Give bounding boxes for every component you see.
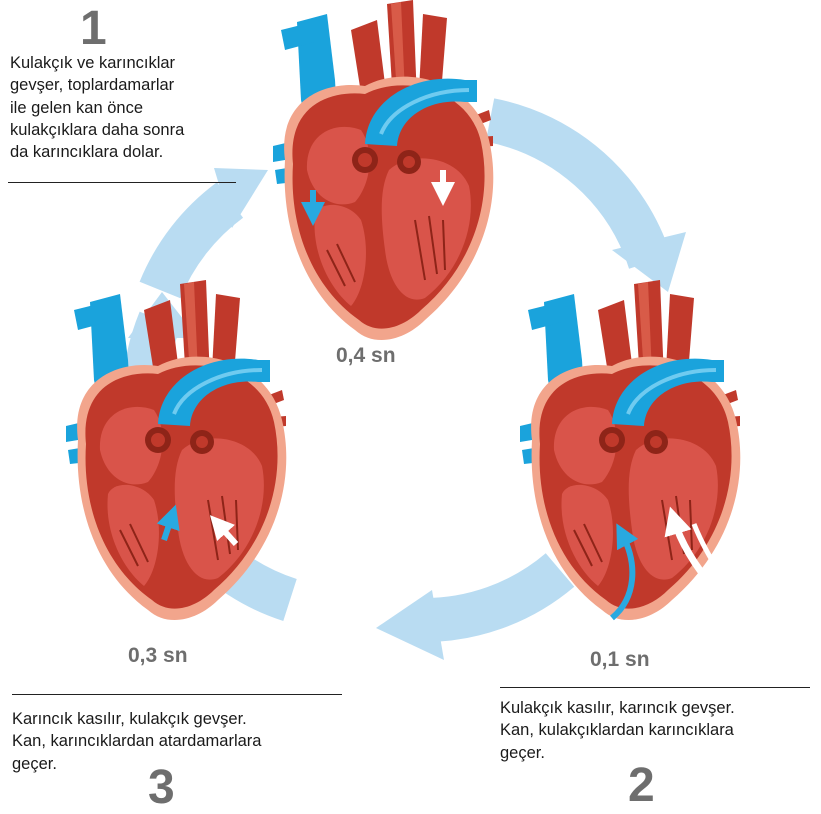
stage-2-line: Kan, kulakçıklardan karıncıklara [500,719,735,741]
stage-1-line: gevşer, toplardamarlar [10,74,184,96]
stage-3-divider [12,694,342,695]
stage-2-divider [500,687,810,688]
stage-3-line: geçer. [12,753,261,775]
stage-1-line: Kulakçık ve karıncıklar [10,52,184,74]
stage-1-line: da karıncıklara dolar. [10,141,184,163]
stage-1-line: kulakçıklara daha sonra [10,119,184,141]
stage-3-line: Kan, karıncıklardan atardamarlara [12,730,261,752]
stage-2-time: 0,1 sn [590,648,650,672]
stage-3-line: Karıncık kasılır, kulakçık gevşer. [12,708,261,730]
stage-number-3: 3 [148,764,175,812]
stage-description-2: Kulakçık kasılır, karıncık gevşer. Kan, … [500,697,735,764]
stage-description-3: Karıncık kasılır, kulakçık gevşer. Kan, … [12,708,261,775]
stage-1-time: 0,4 sn [336,344,396,368]
stage-number-1: 1 [80,5,107,53]
heart-illustration-stage-1 [273,0,493,340]
stage-number-2: 2 [628,762,655,810]
stage-3-time: 0,3 sn [128,644,188,668]
stage-1-line: ile gelen kan önce [10,97,184,119]
stage-2-line: geçer. [500,742,735,764]
stage-1-divider [8,182,236,183]
stage-2-line: Kulakçık kasılır, karıncık gevşer. [500,697,735,719]
stage-description-1: Kulakçık ve karıncıklar gevşer, toplarda… [10,52,184,163]
